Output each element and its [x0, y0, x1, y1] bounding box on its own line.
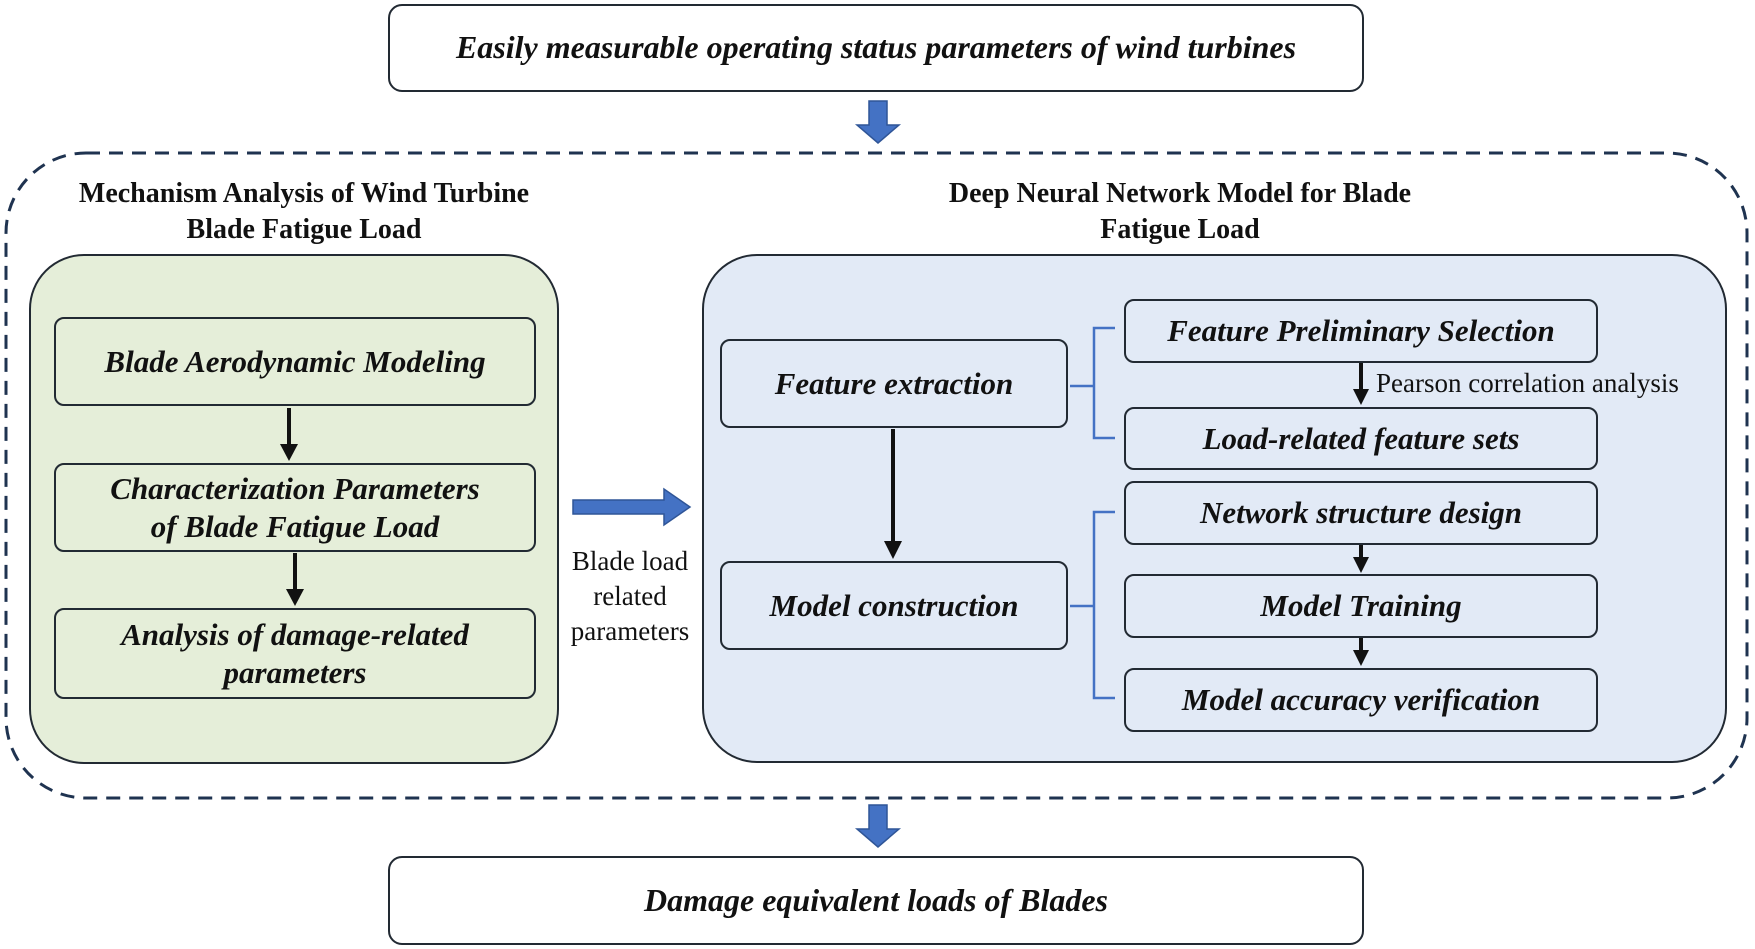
design-to-training-arrow: [1353, 545, 1369, 573]
bridge-label-line2: related: [593, 581, 667, 612]
feature-preliminary-selection-box: Feature Preliminary Selection: [1124, 299, 1598, 363]
mechanism-step-2-line1: Characterization Parameters: [110, 470, 480, 506]
bridge-right-arrow: [572, 487, 692, 527]
mechanism-arrow-2: [286, 553, 304, 606]
network-structure-design-box: Network structure design: [1124, 481, 1598, 545]
bridge-label: Blade load related parameters: [558, 544, 702, 649]
pearson-note: Pearson correlation analysis: [1376, 368, 1679, 398]
model-construction-label: Model construction: [769, 587, 1019, 623]
bottom-down-arrow: [854, 804, 902, 848]
model-training-box: Model Training: [1124, 574, 1598, 638]
feature-preliminary-selection-label: Feature Preliminary Selection: [1167, 313, 1555, 349]
output-label: Damage equivalent loads of Blades: [644, 881, 1108, 918]
feature-bracket: [1070, 326, 1115, 440]
pearson-arrow: [1353, 363, 1369, 405]
dnn-heading: Deep Neural Network Model for Blade Fati…: [880, 176, 1480, 249]
input-box: Easily measurable operating status param…: [388, 4, 1364, 92]
output-box: Damage equivalent loads of Blades: [388, 856, 1364, 945]
top-down-arrow: [854, 100, 902, 144]
input-label: Easily measurable operating status param…: [455, 29, 1297, 66]
mechanism-heading-line1: Mechanism Analysis of Wind Turbine: [78, 178, 530, 209]
mechanism-step-3-line2: parameters: [223, 654, 367, 690]
mechanism-arrow-1: [280, 408, 298, 461]
mechanism-step-2: Characterization Parameters of Blade Fat…: [54, 463, 536, 552]
mechanism-heading-line2: Blade Fatigue Load: [186, 214, 422, 246]
dnn-heading-line1: Deep Neural Network Model for Blade: [948, 178, 1412, 209]
bridge-label-line3: parameters: [570, 616, 690, 647]
training-to-verification-arrow: [1353, 638, 1369, 666]
model-accuracy-verification-label: Model accuracy verification: [1181, 682, 1541, 718]
mechanism-heading: Mechanism Analysis of Wind Turbine Blade…: [30, 176, 578, 249]
network-structure-design-label: Network structure design: [1199, 495, 1523, 531]
model-bracket: [1070, 510, 1115, 700]
dnn-heading-line2: Fatigue Load: [1100, 214, 1260, 246]
mechanism-step-2-line2: of Blade Fatigue Load: [150, 508, 440, 544]
mechanism-step-3: Analysis of damage-related parameters: [54, 608, 536, 699]
dashed-frame: [4, 151, 1749, 800]
feature-extraction-box: Feature extraction: [720, 339, 1068, 428]
model-accuracy-verification-box: Model accuracy verification: [1124, 668, 1598, 732]
load-related-feature-sets-box: Load-related feature sets: [1124, 407, 1598, 470]
model-training-label: Model Training: [1260, 588, 1462, 624]
mechanism-step-3-line1: Analysis of damage-related: [121, 616, 469, 652]
model-construction-box: Model construction: [720, 561, 1068, 650]
bridge-label-line1: Blade load: [571, 546, 689, 576]
mechanism-step-1-label: Blade Aerodynamic Modeling: [104, 343, 486, 379]
feature-extraction-label: Feature extraction: [774, 365, 1014, 401]
load-related-feature-sets-label: Load-related feature sets: [1202, 420, 1520, 456]
dnn-main-arrow: [884, 429, 902, 559]
mechanism-step-1: Blade Aerodynamic Modeling: [54, 317, 536, 406]
